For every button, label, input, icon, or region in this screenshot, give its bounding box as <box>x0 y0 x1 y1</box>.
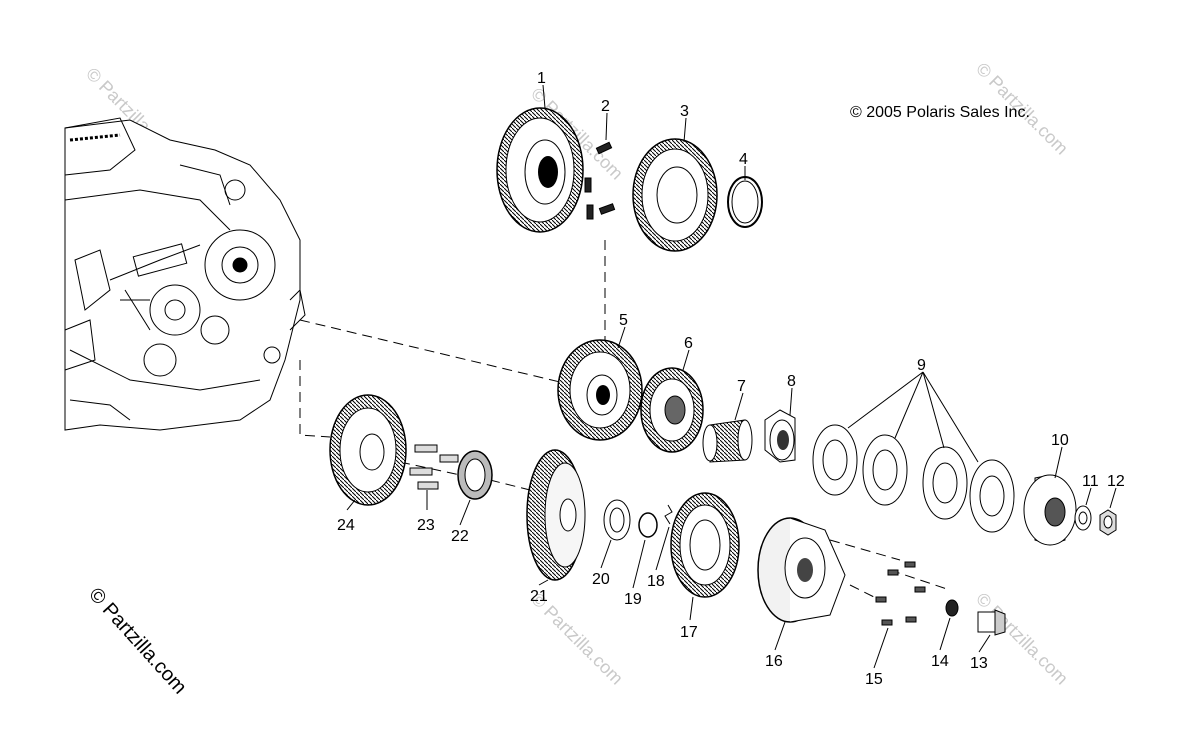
part-16-housing <box>757 517 846 623</box>
part-9-washers <box>812 424 1015 533</box>
part-15-screws <box>875 561 926 626</box>
callout-8: 8 <box>787 373 796 390</box>
part-5-gear <box>557 339 643 441</box>
part-2-pins <box>584 141 616 220</box>
callout-10: 10 <box>1051 432 1069 449</box>
watermark-main: © Partzilla.com <box>84 584 191 699</box>
part-10-drum <box>1023 474 1077 546</box>
callout-23: 23 <box>417 517 435 534</box>
part-11-washer <box>1074 505 1092 531</box>
callout-labels: 1 2 3 4 5 6 7 8 9 10 11 12 13 14 15 16 1… <box>337 70 1125 688</box>
callout-18: 18 <box>647 573 665 590</box>
copyright-text: © 2005 Polaris Sales Inc. <box>850 104 1030 121</box>
part-1-gear <box>496 107 584 233</box>
callout-6: 6 <box>684 335 693 352</box>
part-18-spring <box>664 504 673 525</box>
part-24-gear <box>329 394 407 506</box>
part-13-bolt <box>977 609 1006 636</box>
part-4-snap-ring <box>727 176 763 228</box>
part-21-gear <box>526 449 586 581</box>
engine-case <box>64 117 306 431</box>
callout-5: 5 <box>619 312 628 329</box>
callout-20: 20 <box>592 571 610 588</box>
callout-24: 24 <box>337 517 355 534</box>
part-6-gear <box>640 367 704 453</box>
callout-22: 22 <box>451 528 469 545</box>
callout-16: 16 <box>765 653 783 670</box>
callout-17: 17 <box>680 624 698 641</box>
callout-11: 11 <box>1082 473 1099 490</box>
callout-4: 4 <box>739 151 748 168</box>
part-17-sprocket <box>670 492 740 598</box>
callout-12: 12 <box>1107 473 1125 490</box>
part-14-washer <box>945 599 959 617</box>
part-7-bearing <box>702 419 753 463</box>
part-3-ring-gear <box>632 138 718 252</box>
callout-7: 7 <box>737 378 746 395</box>
part-19-ring <box>638 512 658 538</box>
callout-14: 14 <box>931 653 949 670</box>
leader-lines <box>346 84 1117 669</box>
callout-19: 19 <box>624 591 642 608</box>
callout-15: 15 <box>865 671 883 688</box>
callout-21: 21 <box>530 588 548 605</box>
part-20-washer <box>603 499 631 541</box>
callout-9: 9 <box>917 357 926 374</box>
part-23-bolts <box>409 444 459 490</box>
part-8-hub <box>764 409 796 463</box>
part-12-nut <box>1099 509 1117 536</box>
callout-1: 1 <box>537 70 546 87</box>
part-22-ring <box>457 450 493 500</box>
callout-3: 3 <box>680 103 689 120</box>
callout-13: 13 <box>970 655 988 672</box>
callout-2: 2 <box>601 98 610 115</box>
